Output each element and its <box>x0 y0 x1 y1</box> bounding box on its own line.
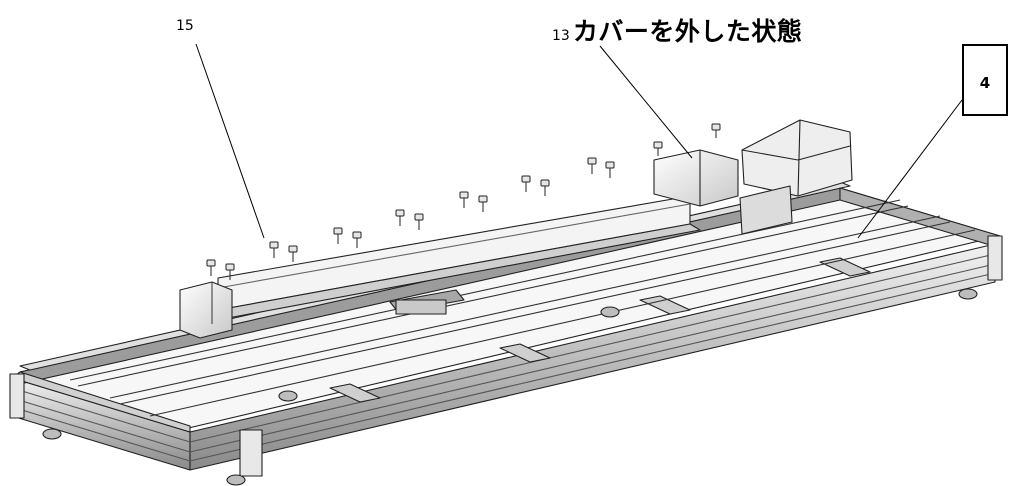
callout-13-number: 13 <box>552 28 570 44</box>
motor-bracket <box>739 185 793 235</box>
coupling-housing <box>653 149 739 207</box>
mounting-bolts <box>206 123 721 280</box>
corner-cap <box>239 429 263 477</box>
corner-cap <box>987 235 1003 281</box>
leader-4 <box>857 99 963 239</box>
stepper-motor <box>741 119 853 197</box>
linear-axis <box>179 195 701 339</box>
inner-rails <box>69 199 976 417</box>
motor-assembly <box>653 119 853 235</box>
end-block <box>179 281 233 339</box>
leveling-feet <box>42 288 978 486</box>
callout-15: 15 <box>176 18 194 34</box>
leader-lines <box>195 43 963 239</box>
leader-15 <box>195 43 265 239</box>
leader-13 <box>599 45 693 159</box>
callout-4: 4 <box>979 74 991 92</box>
callout-4-box: 4 <box>962 44 1008 116</box>
corner-cap <box>9 373 25 419</box>
callout-13-note: カバーを外した状態 <box>572 17 803 46</box>
